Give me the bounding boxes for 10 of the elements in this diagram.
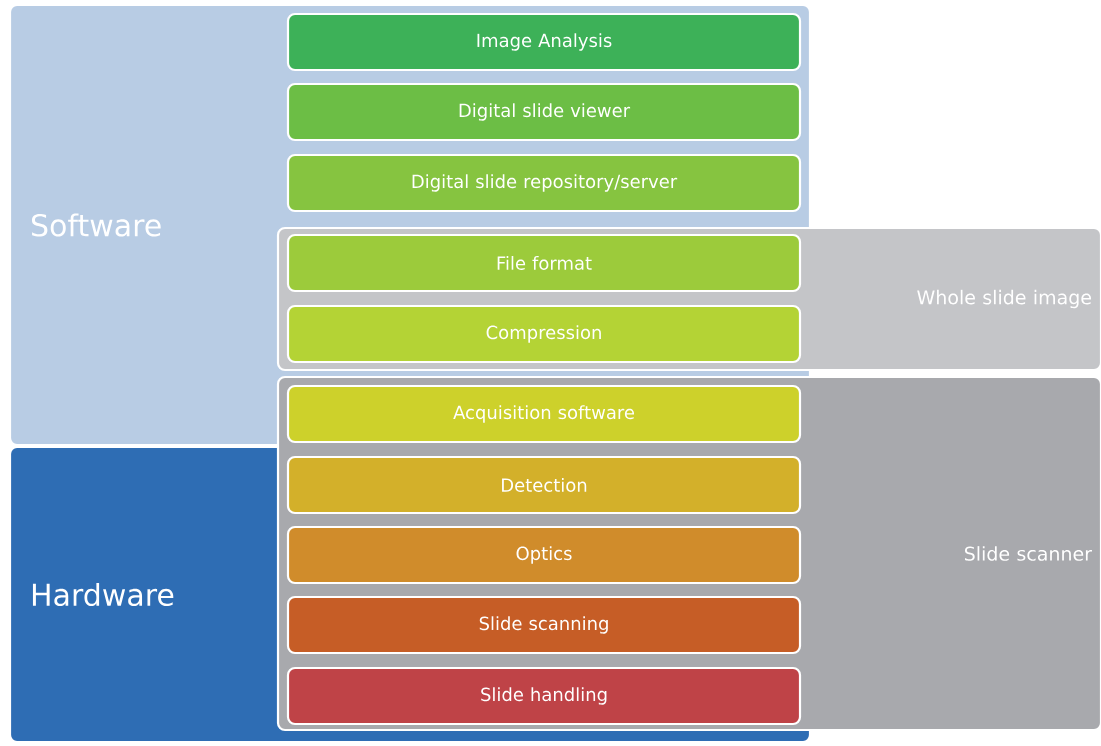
layer-box: Slide handling <box>286 666 802 726</box>
layer-box: Optics <box>286 525 802 585</box>
layer-box: Acquisition software <box>286 384 802 444</box>
layer-box: Digital slide viewer <box>286 82 802 142</box>
layer-box: Detection <box>286 455 802 515</box>
layer-box: Image Analysis <box>286 12 802 72</box>
layer-box: Compression <box>286 304 802 364</box>
layer-box: Digital slide repository/server <box>286 153 802 213</box>
layer-box: Slide scanning <box>286 595 802 655</box>
layer-box: File format <box>286 233 802 293</box>
